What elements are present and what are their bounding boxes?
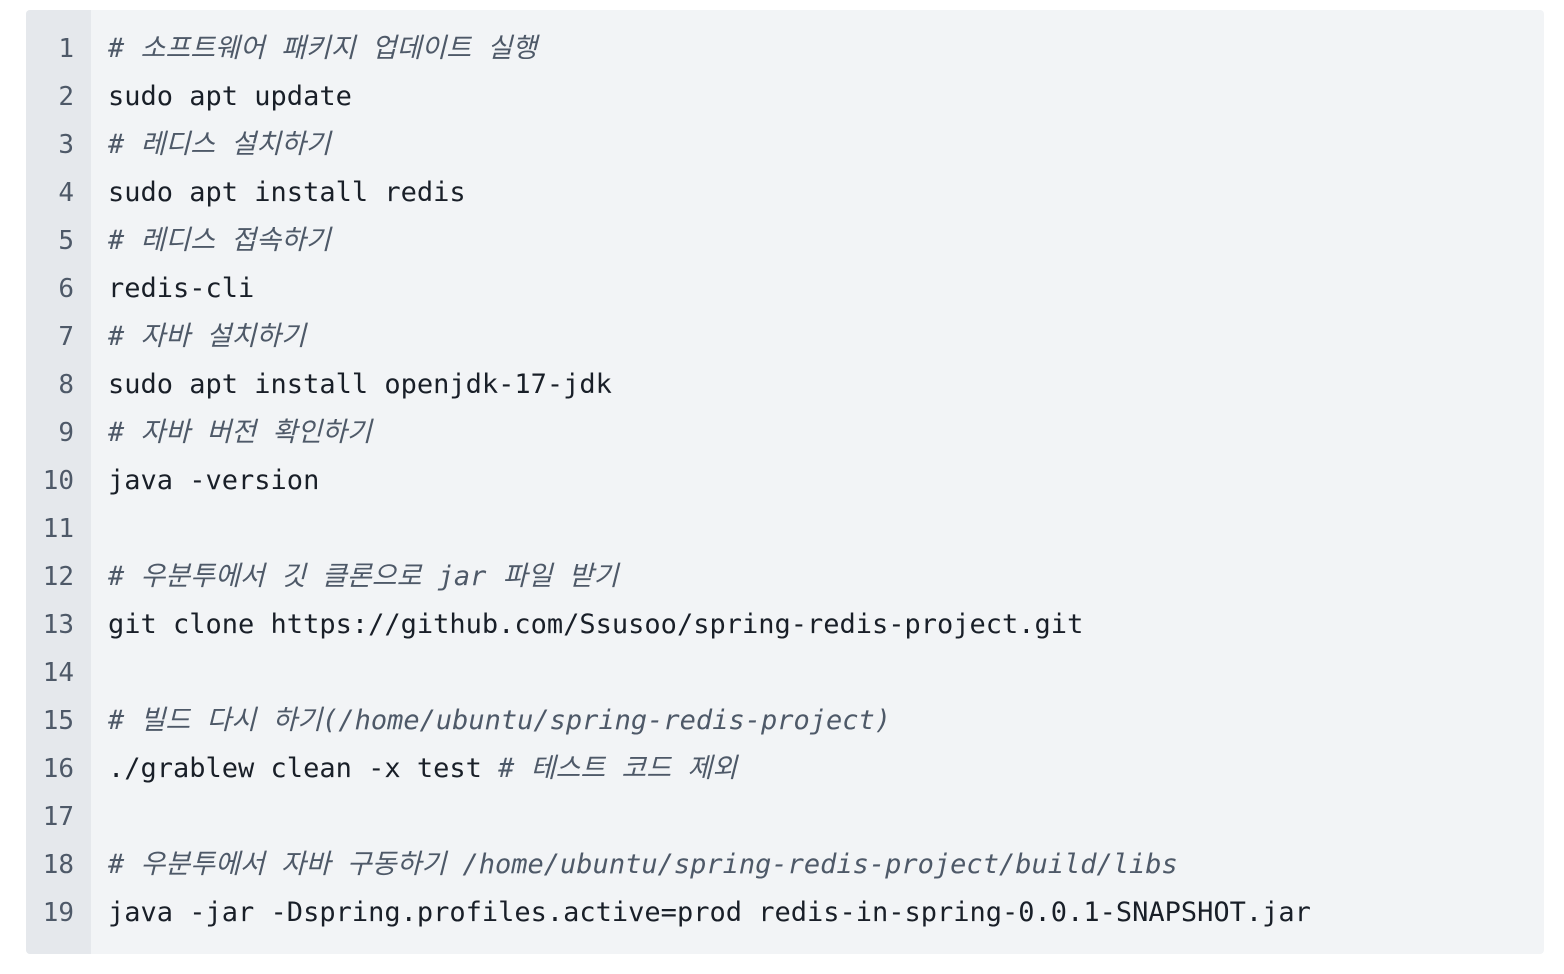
code-line: 13 git clone https://github.com/Ssusoo/sp… <box>26 601 1544 649</box>
line-content[interactable]: sudo apt update <box>108 73 352 121</box>
code-comment: # 자바 버전 확인하기 <box>108 417 372 448</box>
code-text: git clone https://github.com/Ssusoo/spri… <box>108 609 1084 640</box>
line-content[interactable]: # 레디스 접속하기 <box>108 217 331 265</box>
code-line: 15 # 빌드 다시 하기(/home/ubuntu/spring-redis-p… <box>26 697 1544 745</box>
code-text: sudo apt update <box>108 81 352 112</box>
line-number: 14 <box>42 658 74 688</box>
line-content[interactable]: # 빌드 다시 하기(/home/ubuntu/spring-redis-pro… <box>108 697 891 745</box>
code-line: 3 # 레디스 설치하기 <box>26 121 1544 169</box>
line-number: 1 <box>58 34 74 64</box>
code-line: 17 <box>26 793 1544 841</box>
line-content[interactable]: # 자바 설치하기 <box>108 313 306 361</box>
code-line: 8 sudo apt install openjdk-17-jdk <box>26 361 1544 409</box>
code-text: redis-cli <box>108 273 255 304</box>
line-number: 7 <box>58 322 74 352</box>
line-content[interactable]: java -jar -Dspring.profiles.active=prod … <box>108 889 1311 937</box>
line-number: 2 <box>58 82 74 112</box>
line-content[interactable]: # 자바 버전 확인하기 <box>108 409 372 457</box>
code-lines: 1 # 소프트웨어 패키지 업데이트 실행 2 sudo apt update 3 #… <box>26 25 1544 937</box>
line-number: 11 <box>42 514 74 544</box>
code-line: 11 <box>26 505 1544 553</box>
code-line: 6 redis-cli <box>26 265 1544 313</box>
code-comment: # 우분투에서 자바 구동하기 /home/ubuntu/spring-redi… <box>108 849 1178 880</box>
line-content[interactable]: # 우분투에서 깃 클론으로 jar 파일 받기 <box>108 553 618 601</box>
code-line: 18 # 우분투에서 자바 구동하기 /home/ubuntu/spring-re… <box>26 841 1544 889</box>
line-content[interactable]: # 레디스 설치하기 <box>108 121 331 169</box>
code-line: 1 # 소프트웨어 패키지 업데이트 실행 <box>26 25 1544 73</box>
code-line: 5 # 레디스 접속하기 <box>26 217 1544 265</box>
code-comment: # 레디스 설치하기 <box>108 129 331 160</box>
code-comment: # 빌드 다시 하기(/home/ubuntu/spring-redis-pro… <box>108 705 891 736</box>
line-content[interactable]: sudo apt install redis <box>108 169 466 217</box>
line-content[interactable]: # 우분투에서 자바 구동하기 /home/ubuntu/spring-redi… <box>108 841 1178 889</box>
line-number: 5 <box>58 226 74 256</box>
line-number: 15 <box>42 706 74 736</box>
code-comment: # 자바 설치하기 <box>108 321 306 352</box>
line-content[interactable]: ./grablew clean -x test # 테스트 코드 제외 <box>108 745 737 793</box>
line-content[interactable]: sudo apt install openjdk-17-jdk <box>108 361 612 409</box>
code-comment: # 소프트웨어 패키지 업데이트 실행 <box>108 33 538 64</box>
code-line: 12 # 우분투에서 깃 클론으로 jar 파일 받기 <box>26 553 1544 601</box>
code-text: java -jar -Dspring.profiles.active=prod … <box>108 897 1311 928</box>
line-number: 12 <box>42 562 74 592</box>
code-text: java -version <box>108 465 320 496</box>
code-line: 7 # 자바 설치하기 <box>26 313 1544 361</box>
code-text: ./grablew clean -x test <box>108 753 499 784</box>
code-line: 16 ./grablew clean -x test # 테스트 코드 제외 <box>26 745 1544 793</box>
line-content[interactable]: git clone https://github.com/Ssusoo/spri… <box>108 601 1083 649</box>
code-line: 9 # 자바 버전 확인하기 <box>26 409 1544 457</box>
line-number: 19 <box>42 898 74 928</box>
line-number: 6 <box>58 274 74 304</box>
line-number: 4 <box>58 178 74 208</box>
line-number: 8 <box>58 370 74 400</box>
code-line: 14 <box>26 649 1544 697</box>
line-content[interactable]: # 소프트웨어 패키지 업데이트 실행 <box>108 25 537 73</box>
line-content[interactable]: redis-cli <box>108 265 254 313</box>
code-line: 4 sudo apt install redis <box>26 169 1544 217</box>
code-line: 2 sudo apt update <box>26 73 1544 121</box>
code-text: sudo apt install redis <box>108 177 466 208</box>
code-line: 19 java -jar -Dspring.profiles.active=pro… <box>26 889 1544 937</box>
line-content[interactable]: java -version <box>108 457 319 505</box>
line-number: 16 <box>42 754 74 784</box>
line-number: 10 <box>42 466 74 496</box>
code-comment: # 우분투에서 깃 클론으로 jar 파일 받기 <box>108 561 619 592</box>
code-line: 10 java -version <box>26 457 1544 505</box>
line-number: 13 <box>42 610 74 640</box>
code-block: 1 # 소프트웨어 패키지 업데이트 실행 2 sudo apt update 3 #… <box>26 10 1544 954</box>
line-number: 18 <box>42 850 74 880</box>
code-text: sudo apt install openjdk-17-jdk <box>108 369 612 400</box>
line-number: 17 <box>42 802 74 832</box>
line-number: 9 <box>58 418 74 448</box>
code-comment: # 테스트 코드 제외 <box>498 753 738 784</box>
line-number: 3 <box>58 130 74 160</box>
code-comment: # 레디스 접속하기 <box>108 225 331 256</box>
line-number-gutter <box>26 10 91 954</box>
